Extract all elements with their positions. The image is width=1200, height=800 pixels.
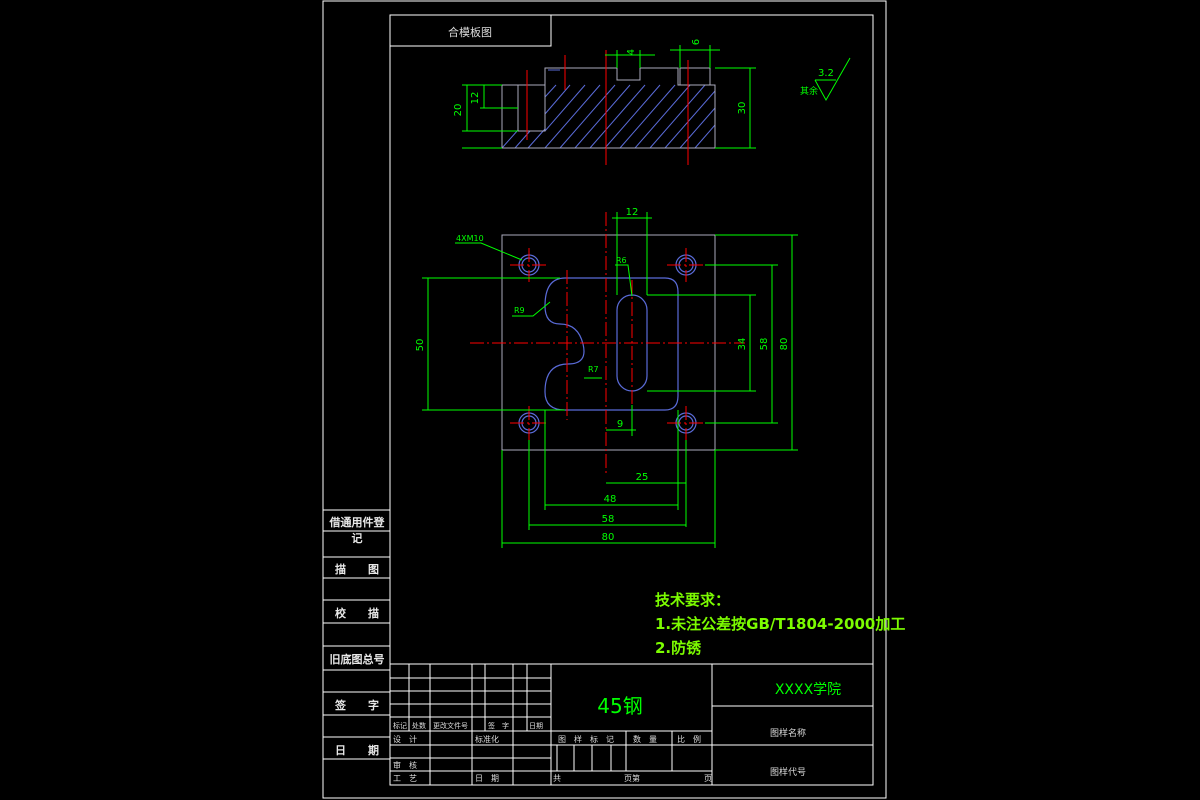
header-tab-box — [389, 14, 552, 47]
label-tracing: 描 图 — [335, 563, 379, 576]
roughness-value: 3.2 — [818, 68, 834, 79]
rev-header-sign: 签 字 — [488, 721, 509, 730]
dim-radius-top: R6 — [616, 256, 627, 265]
inner-frame — [389, 14, 874, 786]
sheet-no: 页第 — [624, 773, 640, 783]
dim-height-80: 80 — [779, 338, 790, 351]
dim-width-58: 58 — [602, 514, 615, 525]
tech-requirements: 技术要求： 1.未注公差按GB/T1804-2000加工 2.防锈 — [655, 588, 905, 660]
dim-radius-mid: R7 — [588, 365, 599, 374]
dim-hole-depth: 12 — [470, 92, 481, 105]
material: 45钢 — [597, 694, 642, 718]
roughness-label: 其余 — [800, 85, 818, 97]
title-block-lines — [390, 663, 873, 785]
dim-top-width: 12 — [626, 207, 639, 218]
left-panel-lines — [323, 509, 390, 760]
tech-title: 技术要求： — [655, 591, 731, 609]
roughness-symbol — [814, 57, 851, 102]
dim-width-9: 9 — [617, 419, 623, 430]
dim-height-58: 58 — [759, 338, 770, 351]
label-check-tracing: 校 描 — [335, 607, 379, 620]
mounting-holes — [518, 254, 697, 434]
drawing-code-label: 图样代号 — [770, 766, 806, 778]
dim-width-25: 25 — [636, 472, 649, 483]
stage-header-mark: 图 样 标 记 — [558, 734, 614, 744]
sheet-end: 页 — [704, 774, 712, 783]
hole-callout: 4XM10 — [456, 234, 484, 243]
dim-width-48: 48 — [604, 494, 617, 505]
dim-block-left: 20 — [453, 104, 464, 117]
dim-block-right: 30 — [737, 102, 748, 115]
outer-frame — [322, 0, 887, 799]
tech-line-1: 1.未注公差按GB/T1804-2000加工 — [655, 615, 906, 633]
rev-header-mark: 标记 — [393, 721, 407, 730]
date-label: 日 期 — [475, 774, 499, 783]
dim-radius-left: R9 — [514, 306, 525, 315]
header-tab-label: 合模板图 — [448, 25, 492, 39]
sheet-total: 共 — [553, 774, 561, 783]
rev-header-date: 日期 — [529, 722, 543, 730]
tech-line-2: 2.防锈 — [655, 639, 702, 657]
label-borrowed-parts: 借通用件登记 — [329, 516, 385, 545]
dim-slot-width: 4 — [626, 49, 637, 55]
pocket-outline — [544, 277, 679, 411]
plan-view: 12 4XM10 R6 R9 R7 50 34 58 80 9 25 48 58… — [415, 207, 798, 548]
stage-header-qty: 数 量 — [633, 734, 657, 744]
standardize-label: 标准化 — [475, 734, 499, 744]
dim-height-50: 50 — [415, 339, 426, 352]
label-old-base-number: 旧底图总号 — [329, 653, 385, 666]
process-label: 工 艺 — [393, 774, 417, 783]
drawing-name-label: 图样名称 — [770, 727, 806, 739]
dim-step-width: 6 — [691, 39, 702, 45]
section-outline — [501, 67, 716, 149]
rev-header-file: 更改文件号 — [433, 721, 468, 730]
section-view: 12 20 30 4 6 — [453, 39, 756, 165]
dim-width-80: 80 — [602, 532, 615, 543]
label-signature: 签 字 — [335, 699, 379, 712]
review-label: 审 核 — [393, 760, 417, 770]
label-date: 日 期 — [335, 744, 379, 757]
school-name: XXXX学院 — [775, 682, 841, 698]
design-label: 设 计 — [393, 734, 417, 744]
dim-height-34: 34 — [737, 338, 748, 351]
rev-header-count: 处数 — [412, 721, 426, 730]
stage-header-scale: 比 例 — [677, 734, 701, 744]
